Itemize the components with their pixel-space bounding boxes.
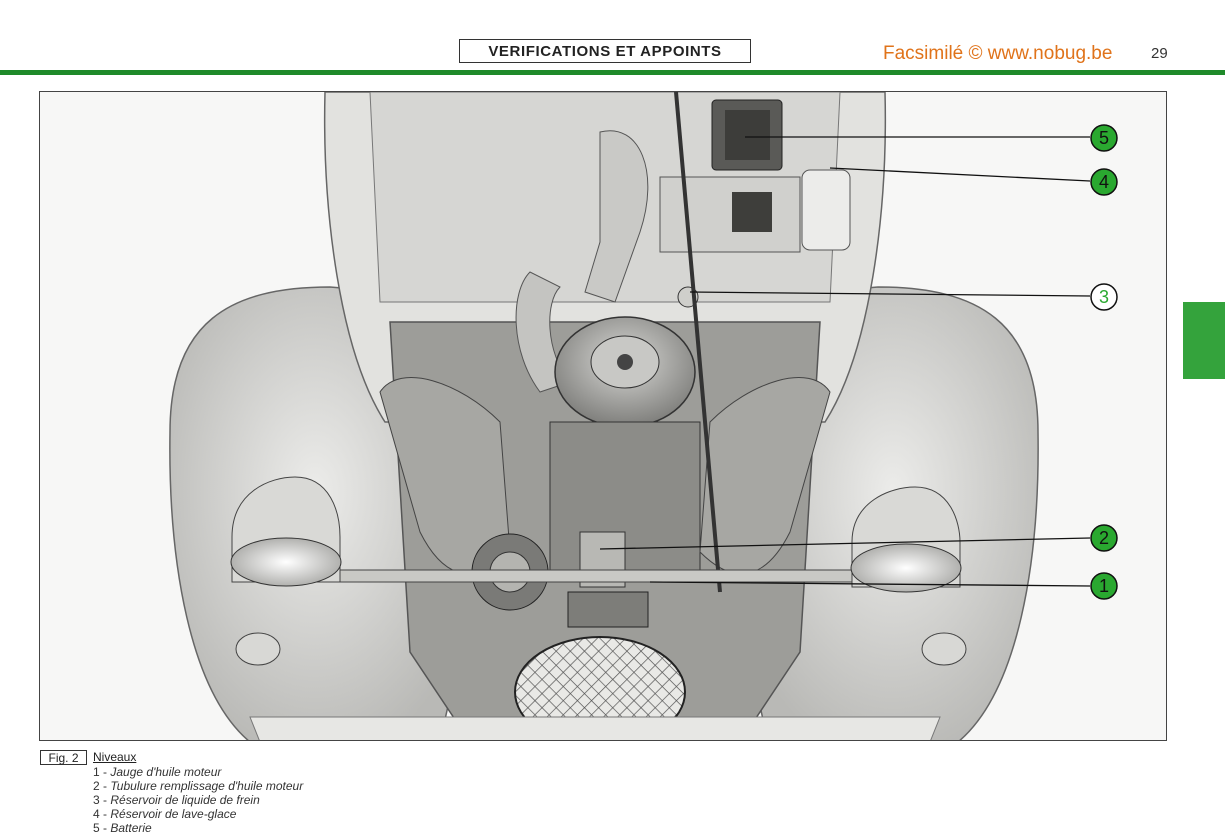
legend-item: 2 - Tubulure remplissage d'huile moteur [93, 779, 304, 793]
caption-legend: 1 - Jauge d'huile moteur 2 - Tubulure re… [93, 765, 303, 835]
svg-text:3: 3 [1099, 287, 1109, 307]
right-indicator [921, 632, 967, 666]
svg-text:1: 1 [1099, 576, 1109, 596]
front-crossbar [339, 569, 871, 583]
svg-text:2: 2 [1099, 528, 1109, 548]
legend-item: 3 - Réservoir de liquide de frein [93, 793, 260, 807]
figure-label: Fig. 2 [40, 750, 87, 765]
svg-text:4: 4 [1099, 172, 1109, 192]
callout-5: 5 [1090, 124, 1118, 152]
page-number: 29 [1151, 45, 1168, 62]
callout-1: 1 [1090, 572, 1118, 600]
callout-4: 4 [1090, 168, 1118, 196]
engine-illustration: 5 4 3 2 1 [39, 91, 1167, 741]
fan-grille [514, 636, 686, 740]
callout-2: 2 [1090, 524, 1118, 552]
facsimile-credit: Facsimilé © www.nobug.be [883, 43, 1113, 64]
header-rule [0, 70, 1225, 75]
section-tab [1183, 302, 1225, 379]
svg-text:5: 5 [1099, 128, 1109, 148]
page-title: VERIFICATIONS ET APPOINTS [459, 39, 751, 63]
engine-drawing: 5 4 3 2 1 [169, 92, 1118, 740]
callout-3: 3 [1090, 283, 1118, 311]
left-indicator [235, 632, 281, 666]
legend-item: 4 - Réservoir de lave-glace [93, 807, 237, 821]
caption-title: Niveaux [93, 750, 137, 764]
washer-reservoir [801, 169, 851, 251]
legend-item: 1 - Jauge d'huile moteur [93, 765, 222, 779]
legend-item: 5 - Batterie [93, 821, 152, 835]
